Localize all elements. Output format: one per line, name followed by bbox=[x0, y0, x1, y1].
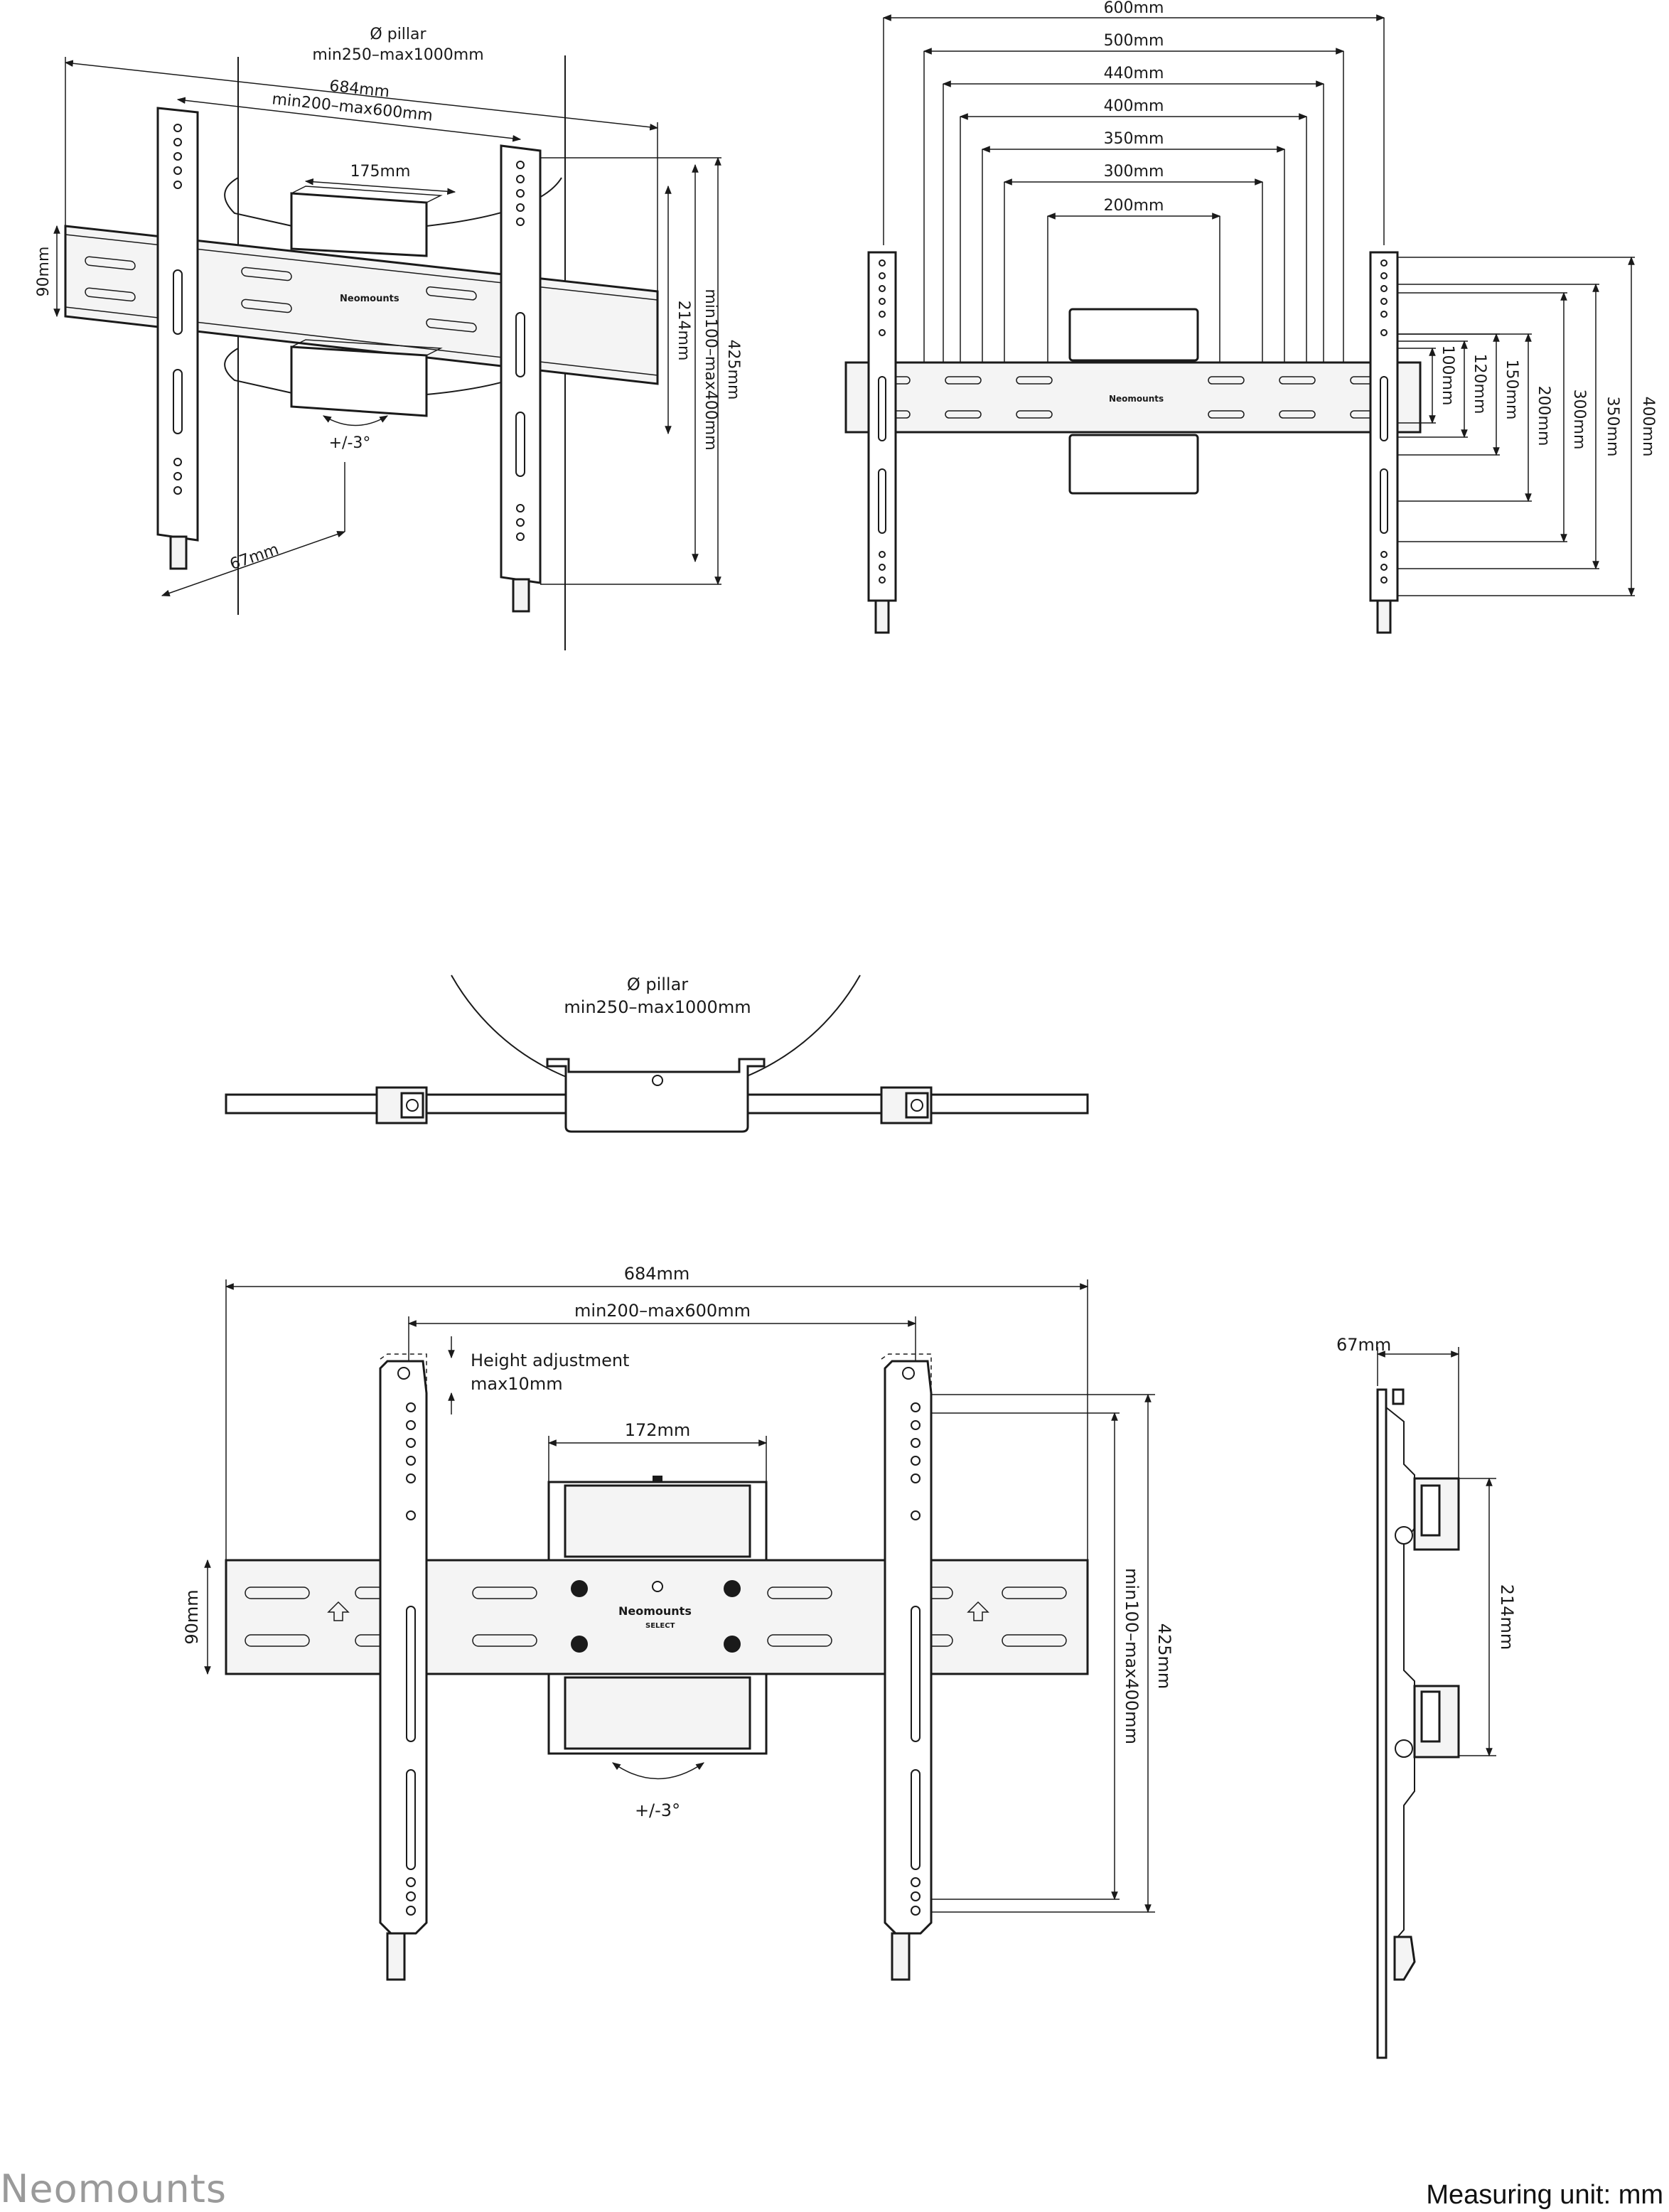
vesa-height-120: 120mm bbox=[1471, 354, 1488, 414]
front-height-adjust-label: Height adjustment bbox=[471, 1351, 629, 1370]
front-left-foot bbox=[386, 1932, 406, 1981]
iso-vesa-height: min100–max400mm bbox=[702, 289, 719, 450]
vesa-width-400: 400mm bbox=[1104, 97, 1164, 115]
iso-clamp-spacing: 214mm bbox=[675, 301, 692, 361]
iso-pillar-range: min250–max1000mm bbox=[312, 46, 483, 64]
iso-clamp-width: 175mm bbox=[350, 163, 411, 181]
front-right-foot bbox=[891, 1932, 911, 1981]
front-bar-height: 90mm bbox=[182, 1589, 202, 1644]
front-width-adj: min200–max600mm bbox=[574, 1301, 751, 1321]
front-left-arm bbox=[379, 1360, 428, 1935]
iso-bar-height: 90mm bbox=[35, 247, 53, 297]
vesa-upper-clamp bbox=[1068, 308, 1199, 362]
vesa-width-dims bbox=[882, 14, 1385, 363]
front-vesa-height: min100–max400mm bbox=[1122, 1568, 1142, 1744]
front-plate-logo: Neomounts bbox=[618, 1604, 692, 1618]
iso-upper-clamp bbox=[290, 192, 428, 257]
front-horizontal-bar bbox=[225, 1559, 1089, 1675]
front-right-arm bbox=[884, 1360, 933, 1935]
vesa-horizontal-bar bbox=[844, 361, 1422, 434]
vesa-width-200: 200mm bbox=[1104, 197, 1164, 215]
top-pillar-range: min250–max1000mm bbox=[564, 997, 751, 1017]
iso-lower-clamp bbox=[290, 345, 428, 417]
side-depth: 67mm bbox=[1336, 1335, 1391, 1355]
view-isometric: Neomounts Ø pillar min250–max1000mm 684m bbox=[35, 26, 742, 650]
vesa-height-dims bbox=[1397, 256, 1635, 597]
vesa-width-440: 440mm bbox=[1104, 65, 1164, 82]
measuring-unit: Measuring unit: mm bbox=[1426, 2180, 1663, 2210]
iso-left-foot bbox=[169, 535, 188, 570]
vesa-height-400: 400mm bbox=[1639, 397, 1657, 457]
side-clamp-spacing: 214mm bbox=[1497, 1584, 1517, 1650]
side-foot bbox=[1393, 1936, 1416, 1981]
vesa-width-300: 300mm bbox=[1104, 163, 1164, 181]
front-total-height: 425mm bbox=[1154, 1623, 1174, 1690]
view-front-vesa: 600mm 500mm 440mm 400mm 350mm 300mm 200m… bbox=[844, 0, 1657, 634]
vesa-lower-clamp bbox=[1068, 434, 1199, 495]
front-clamp-width: 172mm bbox=[625, 1420, 691, 1440]
front-height-adjust-value: max10mm bbox=[471, 1374, 563, 1394]
iso-tilt: +/-3° bbox=[329, 434, 371, 452]
vesa-height-200: 200mm bbox=[1535, 386, 1552, 446]
front-tilt: +/-3° bbox=[635, 1800, 680, 1820]
vesa-height-150: 150mm bbox=[1503, 360, 1520, 420]
front-width-total: 684mm bbox=[624, 1264, 690, 1284]
view-front: 684mm min200–max600mm Height adjustment … bbox=[182, 1264, 1174, 1981]
vesa-height-350: 350mm bbox=[1604, 397, 1621, 457]
vesa-width-500: 500mm bbox=[1104, 32, 1164, 50]
iso-depth: 67mm bbox=[227, 541, 281, 574]
iso-plate-logo: Neomounts bbox=[340, 294, 399, 304]
front-plate-sub: SELECT bbox=[645, 1622, 675, 1630]
view-top: Ø pillar min250–max1000mm bbox=[225, 975, 1089, 1133]
top-clamp bbox=[546, 1058, 766, 1133]
side-wall-plate bbox=[1376, 1388, 1388, 2059]
iso-pillar-label: Ø pillar bbox=[370, 26, 426, 43]
iso-total-height: 425mm bbox=[724, 340, 742, 400]
neomounts-logo: Neomounts bbox=[0, 2167, 227, 2211]
vesa-height-100: 100mm bbox=[1439, 345, 1456, 406]
vesa-width-350: 350mm bbox=[1104, 130, 1164, 148]
vesa-height-300: 300mm bbox=[1570, 390, 1588, 450]
view-side: 67mm 214mm bbox=[1336, 1335, 1517, 2059]
iso-right-foot bbox=[512, 578, 530, 613]
vesa-width-600: 600mm bbox=[1104, 0, 1164, 17]
top-pillar-label: Ø pillar bbox=[627, 975, 688, 994]
vesa-plate-logo: Neomounts bbox=[1109, 394, 1164, 404]
